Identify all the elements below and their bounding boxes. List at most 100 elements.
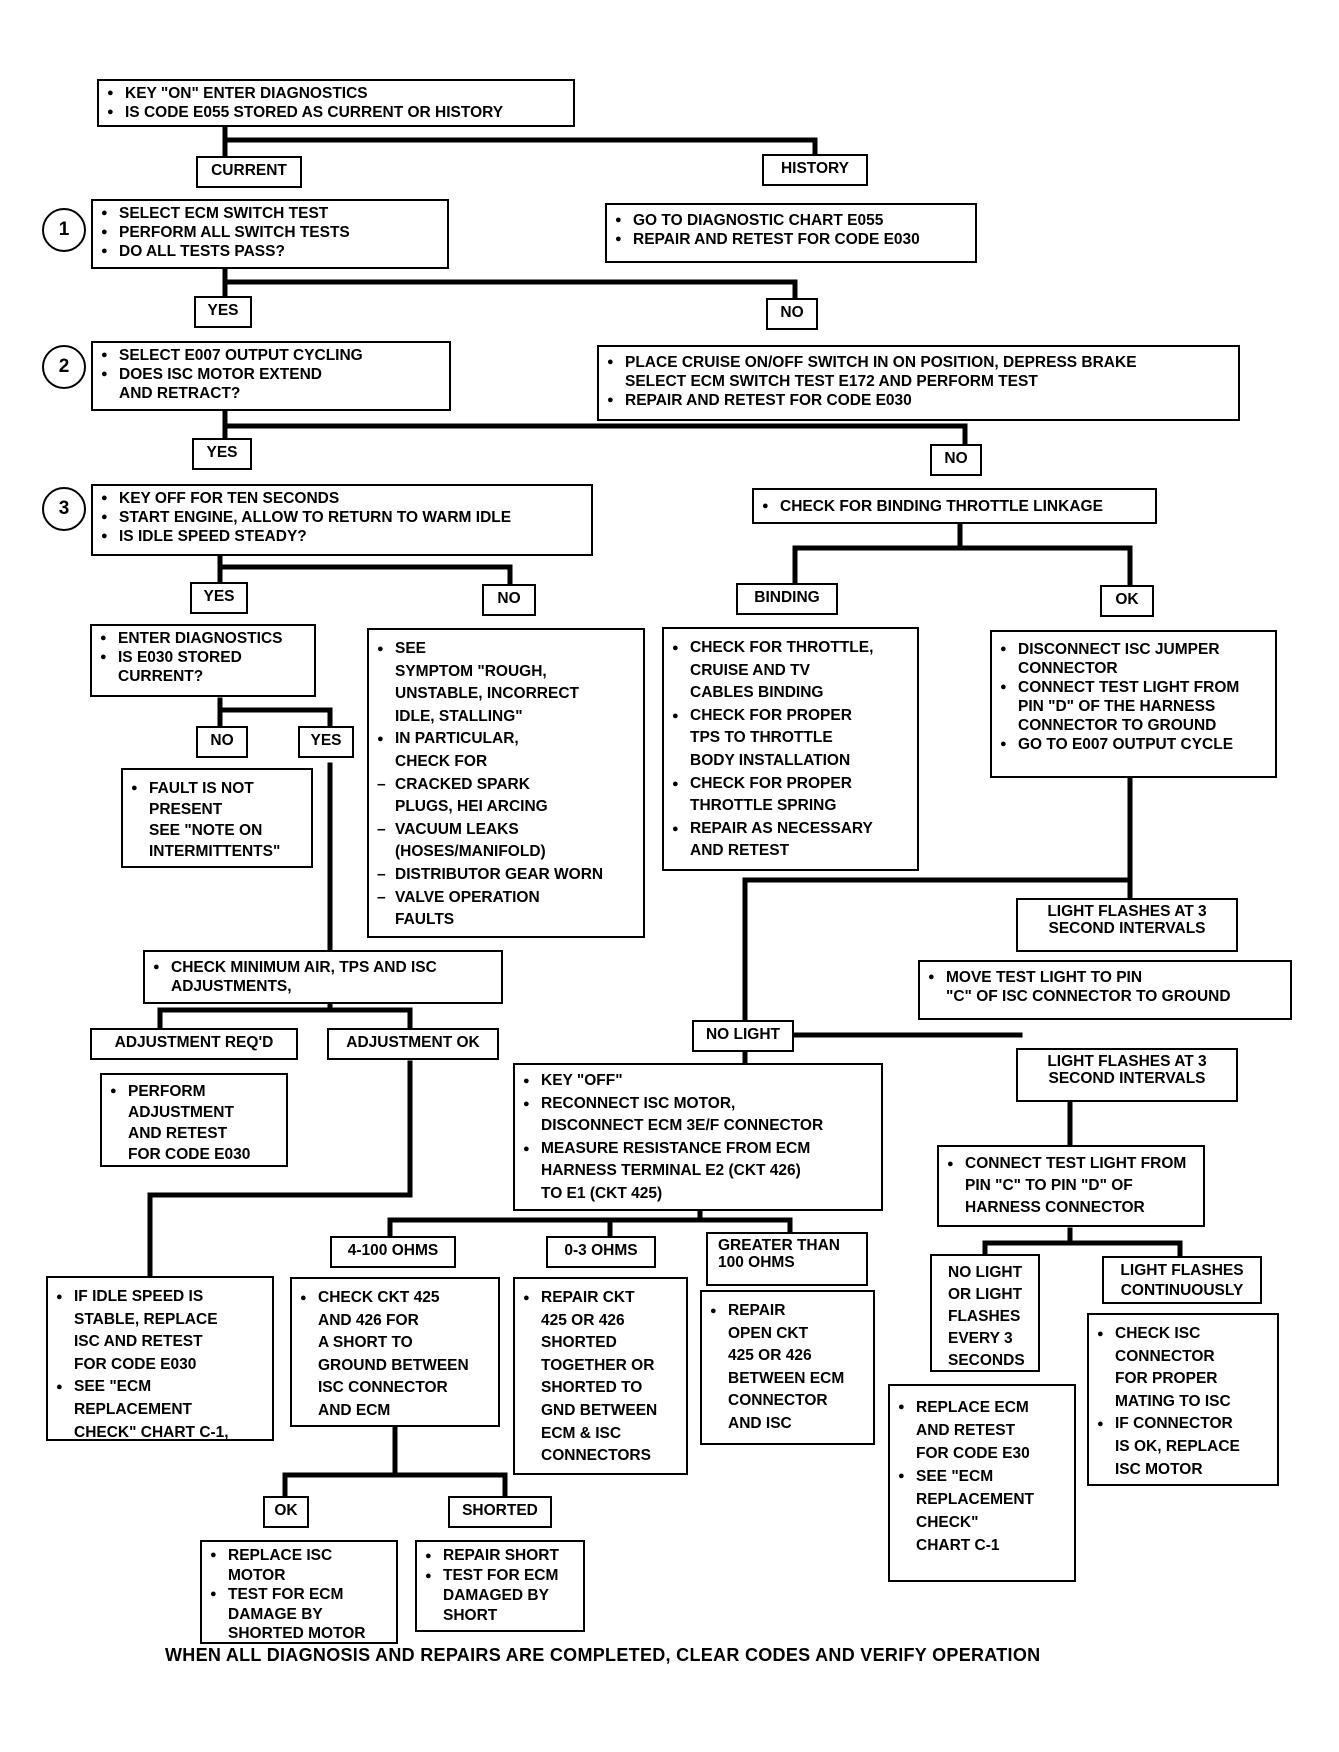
start-box: KEY "ON" ENTER DIAGNOSTICSIS CODE E055 S… <box>97 79 575 127</box>
bullet-cont: FOR CODE E030 <box>128 1146 251 1163</box>
bullet-cont: DISCONNECT ECM 3E/F CONNECTOR <box>541 1117 824 1135</box>
bullet: REPAIR SHORT <box>423 1546 577 1566</box>
bullet-cont: PIN "D" OF THE HARNESS <box>1018 698 1216 715</box>
bullet: CHECK ISC <box>1095 1323 1271 1346</box>
bullet-cont: HARNESS TERMINAL E2 (CKT 426) <box>541 1162 801 1180</box>
bullet: MOVE TEST LIGHT TO PIN <box>926 968 1284 987</box>
step-2-marker: 2 <box>42 345 86 389</box>
bullet-cont: SYMPTOM "ROUGH, <box>395 662 547 680</box>
bullet-cont: PRESENT <box>149 801 223 818</box>
bullet-cont: FOR PROPER <box>1115 1370 1218 1388</box>
bullet-cont: PIN "C" TO PIN "D" OF <box>965 1177 1133 1194</box>
no-label: NO <box>930 444 982 476</box>
bullet-cont: AND RETRACT? <box>119 385 241 402</box>
bullet-cont: A SHORT TO <box>318 1334 413 1352</box>
bullet-cont: HARNESS CONNECTOR <box>965 1199 1145 1216</box>
bullet: KEY "OFF" <box>521 1070 875 1093</box>
adjustment-reqd-label: ADJUSTMENT REQ'D <box>90 1028 298 1060</box>
step1-no-box: PLACE CRUISE ON/OFF SWITCH IN ON POSITIO… <box>597 345 1240 421</box>
bullet-cont: SHORTED TO <box>541 1379 643 1397</box>
binding-box: CHECK FOR THROTTLE, CRUISE AND TV CABLES… <box>662 627 919 871</box>
check-binding-box: CHECK FOR BINDING THROTTLE LINKAGE <box>752 488 1157 524</box>
repair-open-box: REPAIR OPEN CKT 425 OR 426 BETWEEN ECM C… <box>700 1290 875 1445</box>
history-label: HISTORY <box>762 154 868 186</box>
greater-than-100-label: GREATER THAN 100 OHMS <box>706 1232 868 1286</box>
bullet: PERFORM <box>108 1081 280 1102</box>
ok-right-box: DISCONNECT ISC JUMPER CONNECTOR CONNECT … <box>990 630 1277 778</box>
bullet-cont: CABLES BINDING <box>690 684 824 702</box>
bullet: TEST FOR ECM <box>423 1566 577 1586</box>
bullet: IF CONNECTOR <box>1095 1413 1271 1436</box>
yes-label: YES <box>298 726 354 758</box>
bullet: REPAIR CKT <box>521 1287 680 1310</box>
bullet-cont: GND BETWEEN <box>541 1401 658 1419</box>
bullet-cont: AND ECM <box>318 1401 391 1419</box>
bullet-cont: GROUND BETWEEN <box>318 1356 469 1374</box>
bullet-cont: IS OK, REPLACE <box>1115 1437 1240 1455</box>
dash-item: VACUUM LEAKS <box>375 819 637 842</box>
bullet-cont: BETWEEN ECM <box>728 1369 845 1387</box>
bullet: FAULT IS NOT <box>129 778 305 799</box>
bullet: REPLACE ECM <box>896 1396 1068 1419</box>
bullet-cont: AND RETEST <box>690 842 790 860</box>
bullet-cont: CONNECTOR <box>1115 1347 1215 1365</box>
bullet: REPLACE ISC <box>208 1546 390 1566</box>
bullet-cont: FOR CODE E030 <box>74 1355 197 1373</box>
bullet-cont: TO E1 (CKT 425) <box>541 1184 663 1202</box>
ohms-4-100-label: 4-100 OHMS <box>330 1236 456 1268</box>
bullet-cont: CHECK" CHART C-1, <box>74 1423 229 1441</box>
bullet-cont: AND RETEST <box>128 1125 228 1142</box>
bullet-cont: SHORT <box>443 1607 498 1624</box>
bullet-cont: FOR CODE E30 <box>916 1445 1030 1462</box>
step-3-marker: 3 <box>42 487 86 531</box>
bullet-cont: CHART C-1 <box>916 1537 1000 1554</box>
bullet: CHECK CKT 425 <box>298 1287 492 1310</box>
bullet-cont: DAMAGE BY <box>228 1605 323 1623</box>
bullet: DISCONNECT ISC JUMPER <box>998 640 1269 659</box>
bullet: CHECK FOR PROPER <box>670 705 911 728</box>
no-label: NO <box>482 584 536 616</box>
bullet-cont: PLUGS, HEI ARCING <box>395 798 548 816</box>
bullet: CHECK FOR THROTTLE, <box>670 637 911 660</box>
bullet-cont: 425 OR 426 <box>728 1347 812 1365</box>
bullet: IN PARTICULAR, <box>375 728 637 751</box>
dash-item: VALVE OPERATION <box>375 887 637 910</box>
bullet: IF IDLE SPEED IS <box>54 1286 266 1309</box>
bullet-cont: CHECK" <box>916 1514 979 1531</box>
bullet: TEST FOR ECM <box>208 1585 390 1605</box>
bullet-cont: TPS TO THROTTLE <box>690 729 833 747</box>
bullet: ENTER DIAGNOSTICS <box>98 629 308 648</box>
history-box: GO TO DIAGNOSTIC CHART E055REPAIR AND RE… <box>605 203 977 263</box>
bullet: REPAIR AND RETEST FOR CODE E030 <box>605 391 1232 410</box>
move-test-light-box: MOVE TEST LIGHT TO PIN"C" OF ISC CONNECT… <box>918 960 1292 1020</box>
bullet: DO ALL TESTS PASS? <box>99 242 441 261</box>
bullet: CONNECT TEST LIGHT FROM <box>945 1153 1197 1175</box>
bullet-cont: 425 OR 426 <box>541 1311 625 1329</box>
bullet: SEE "ECM <box>54 1376 266 1399</box>
bullet-cont: FAULTS <box>395 911 455 929</box>
step2-box: SELECT E007 OUTPUT CYCLINGDOES ISC MOTOR… <box>91 341 451 411</box>
bullet-cont: THROTTLE SPRING <box>690 797 837 815</box>
bullet-cont: SHORTED <box>541 1334 617 1352</box>
yes-label: YES <box>194 296 252 328</box>
bullet: SEE "ECM <box>896 1465 1068 1488</box>
check-ckt-box: CHECK CKT 425 AND 426 FOR A SHORT TO GRO… <box>290 1277 500 1427</box>
bullet: IS IDLE SPEED STEADY? <box>99 527 585 546</box>
bullet-cont: TOGETHER OR <box>541 1356 655 1374</box>
bullet: REPAIR AS NECESSARY <box>670 818 911 841</box>
bullet: DOES ISC MOTOR EXTEND <box>99 365 443 384</box>
bullet-cont: ADJUSTMENT <box>128 1104 234 1121</box>
bullet: SELECT E007 OUTPUT CYCLING <box>99 346 443 365</box>
bullet-cont: SEE "NOTE ON <box>149 822 263 839</box>
bullet: CHECK FOR BINDING THROTTLE LINKAGE <box>760 497 1149 516</box>
bullet-cont: "C" OF ISC CONNECTOR TO GROUND <box>946 988 1231 1005</box>
shorted-label: SHORTED <box>448 1496 552 1528</box>
ok-label: OK <box>1100 585 1154 617</box>
connect-cd-box: CONNECT TEST LIGHT FROM PIN "C" TO PIN "… <box>937 1145 1205 1227</box>
dash-item: CRACKED SPARK <box>375 774 637 797</box>
no-label: NO <box>196 726 248 758</box>
light-flashes-label-1: LIGHT FLASHES AT 3 SECOND INTERVALS <box>1016 898 1238 952</box>
bullet: PERFORM ALL SWITCH TESTS <box>99 223 441 242</box>
ohms-0-3-label: 0-3 OHMS <box>546 1236 656 1268</box>
